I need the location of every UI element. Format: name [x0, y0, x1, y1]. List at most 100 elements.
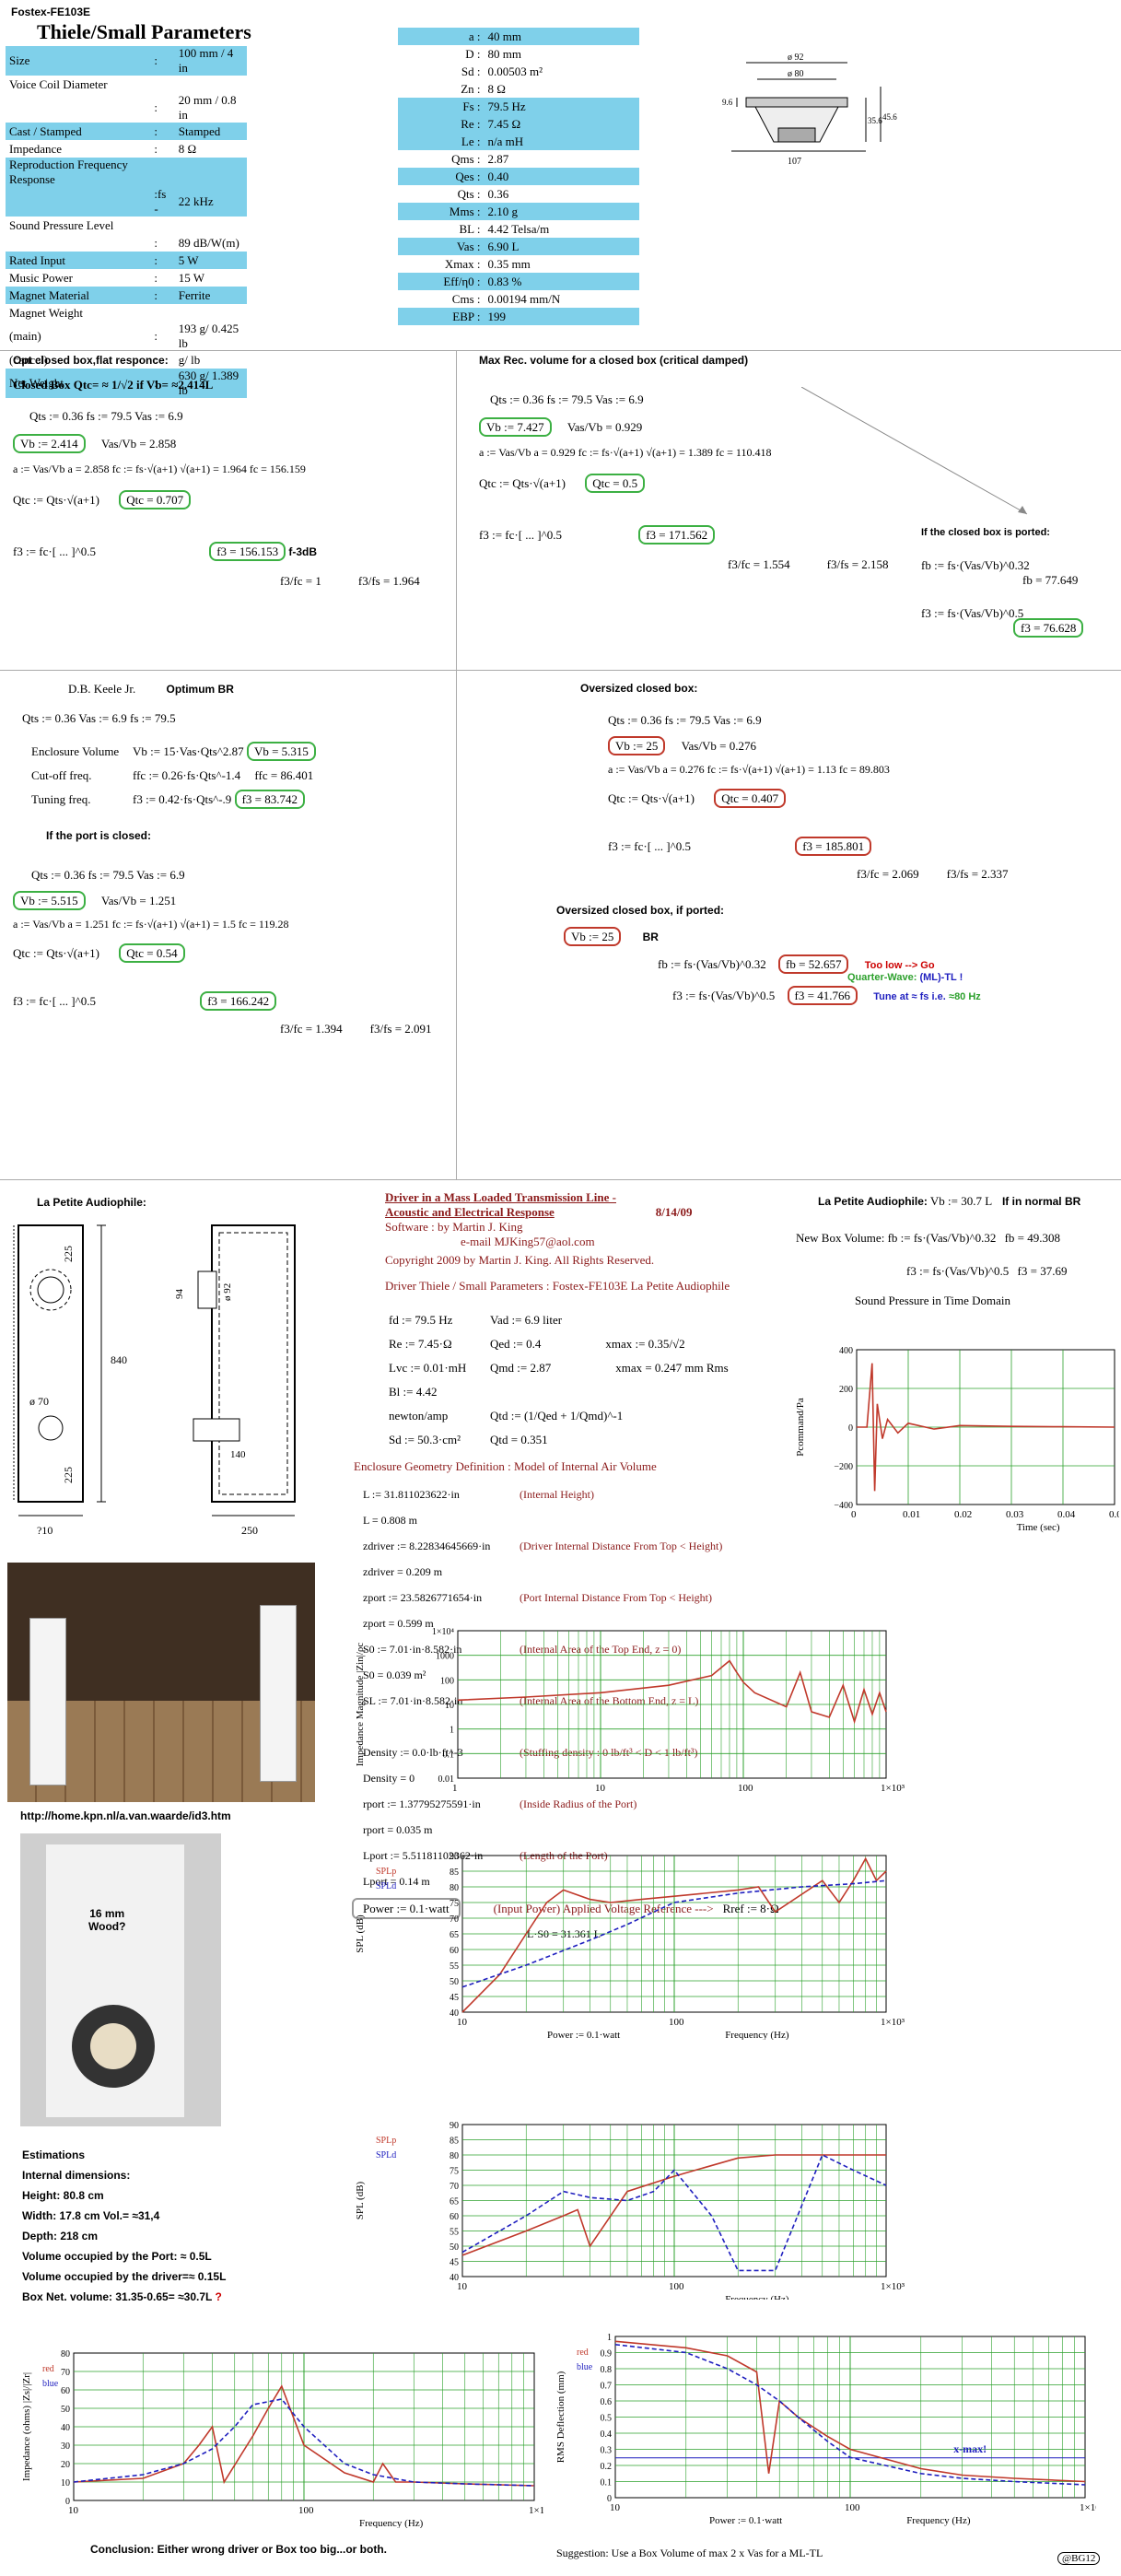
x-tick-label: 0 [851, 1509, 857, 1520]
geom-c: rport = 0.035 m [363, 1823, 433, 1836]
x-tick-label: 10 [595, 1783, 606, 1794]
spec-value: n/a mH [484, 133, 639, 150]
y-tick-label: 90 [450, 1852, 459, 1862]
x-tick-label: 1×10³ [1080, 2502, 1096, 2513]
section-ported: If the closed box is ported: fb := fs·(V… [921, 527, 1115, 638]
spec-value: Ferrite [174, 287, 247, 304]
y-tick-label: 0.7 [601, 2382, 613, 2392]
y-tick-label: 400 [839, 1346, 853, 1356]
spec-label: Vas : [398, 238, 485, 255]
spec-value: 6.90 L [484, 238, 639, 255]
spec-label: Magnet Weight [9, 305, 83, 320]
y-tick-label: 1×10⁴ [432, 1627, 455, 1637]
series-label: red [577, 2348, 589, 2358]
dim-height: 840 [111, 1353, 127, 1366]
spec-value: 79.5 Hz [484, 98, 639, 115]
spec-value: 2.87 [487, 151, 509, 166]
spec-row: Rated Input:5 W [6, 252, 247, 269]
section-oversized: Oversized closed box: Qts := 0.36 fs := … [556, 682, 1115, 1005]
spec-row: Impedance:8 Ω [6, 140, 247, 158]
x-tick-label: 10 [610, 2502, 621, 2513]
x-tick-label: 100 [669, 2017, 684, 2028]
x-tick-label: 1×10³ [529, 2505, 543, 2516]
x-tick-label: 10 [68, 2505, 79, 2516]
spec-row: Qes :0.40 [398, 168, 639, 185]
section-max-rec: Max Rec. volume for a closed box (critic… [479, 354, 889, 571]
series-line [457, 1659, 887, 1725]
geom-c: Density = 0 [363, 1772, 415, 1785]
spec-row: Magnet Material:Ferrite [6, 287, 247, 304]
spec-row: :20 mm / 0.8 in [6, 93, 247, 123]
spec-value: 100 mm / 4 in [174, 46, 247, 76]
series-line [73, 2398, 535, 2487]
x-tick-label: 0.03 [1006, 1509, 1024, 1520]
spec-label: Qms : [451, 151, 481, 166]
x-axis-label: Frequency (Hz) [359, 2518, 424, 2528]
spec-value: 0.40 [484, 168, 639, 185]
geom-a: zdriver := 8.22834645669·in [363, 1540, 491, 1552]
f3-box: f3 = 156.153 [209, 542, 286, 561]
spec-sep: : [154, 100, 158, 114]
spec-row: :fs -22 kHz [6, 187, 247, 217]
spec-label [6, 234, 150, 252]
spec-value: 0.36 [487, 186, 509, 201]
x-tick-label: 0.05 [1109, 1509, 1119, 1520]
spec-label: Magnet Material [6, 287, 151, 304]
x-tick-label: 10 [457, 2281, 468, 2292]
y-tick-label: 50 [61, 2405, 70, 2415]
spec-row: (cancel):g/ lb [6, 351, 247, 369]
x-tick-label: 10 [457, 2017, 468, 2028]
series-line [461, 2154, 886, 2256]
x-axis-label: Frequency (Hz) [725, 2030, 789, 2040]
y-tick-label: 0 [65, 2497, 70, 2507]
y-tick-label: 1000 [436, 1652, 454, 1662]
page-title: Thiele/Small Parameters [37, 20, 251, 43]
spec-value: 22 kHz [174, 187, 247, 217]
spec-label: a : [398, 28, 485, 45]
section-opt-closed: Opt closed box,flat responce: Closed Box… [13, 354, 420, 588]
y-tick-label: 45 [450, 1993, 459, 2003]
spec-sep [150, 158, 175, 187]
x-tick-label: 100 [738, 1783, 753, 1794]
geom-b: (Port Internal Distance From Top < Heigh… [520, 1591, 712, 1604]
spec-row: D :80 mm [398, 45, 639, 63]
spec-value [175, 76, 247, 93]
x-tick-label: 0.04 [1057, 1509, 1076, 1520]
spec-label: Net Weight [6, 369, 151, 398]
y-tick-label: 70 [450, 2182, 459, 2192]
y-tick-label: 60 [450, 1946, 459, 1956]
y-tick-label: 10 [61, 2478, 70, 2488]
spec-row: Sound Pressure Level [6, 217, 247, 234]
spec-value: 193 g/ 0.425 lb [178, 322, 239, 350]
spec-row: Cast / Stamped:Stamped [6, 123, 247, 140]
y-tick-label: 80 [450, 1883, 459, 1893]
spec-sep: :fs - [150, 187, 175, 217]
spec-value: Stamped [174, 123, 247, 140]
spec-sep: : [154, 352, 158, 367]
y-tick-label: −200 [834, 1462, 853, 1472]
y-tick-label: 75 [450, 2167, 459, 2177]
section-keele: D.B. Keele Jr. Optimum BR Qts := 0.36 Va… [13, 682, 432, 1036]
geom-a: SL := 7.01·in·8.582·in [363, 1694, 463, 1707]
y-tick-label: 0.6 [601, 2397, 613, 2407]
spec-value: 2.10 g [484, 203, 639, 220]
y-tick-label: 80 [61, 2349, 70, 2359]
dim-bot: 225 [62, 1467, 75, 1483]
annotation: x-max! [953, 2442, 987, 2455]
power-box: Power := 0.1·watt [352, 1898, 461, 1919]
y-tick-label: 70 [450, 1914, 459, 1925]
y-tick-label: 0.8 [601, 2365, 613, 2375]
y-axis-label: SPL (dB) [355, 2181, 366, 2219]
spec-sep [150, 76, 174, 93]
y-axis-label: Impedance Magnitude |Zin|/ρc [355, 1643, 366, 1767]
spec-row: Reproduction Frequency Response [6, 158, 247, 187]
y-tick-label: 70 [61, 2368, 70, 2378]
dim-94: 94 [174, 1289, 185, 1300]
x-tick-label: 0.02 [954, 1509, 972, 1520]
source-url[interactable]: http://home.kpn.nl/a.van.waarde/id3.htm [20, 1809, 231, 1822]
y-tick-label: 0.1 [443, 1750, 455, 1760]
spec-row: Re :7.45 Ω [398, 115, 639, 133]
